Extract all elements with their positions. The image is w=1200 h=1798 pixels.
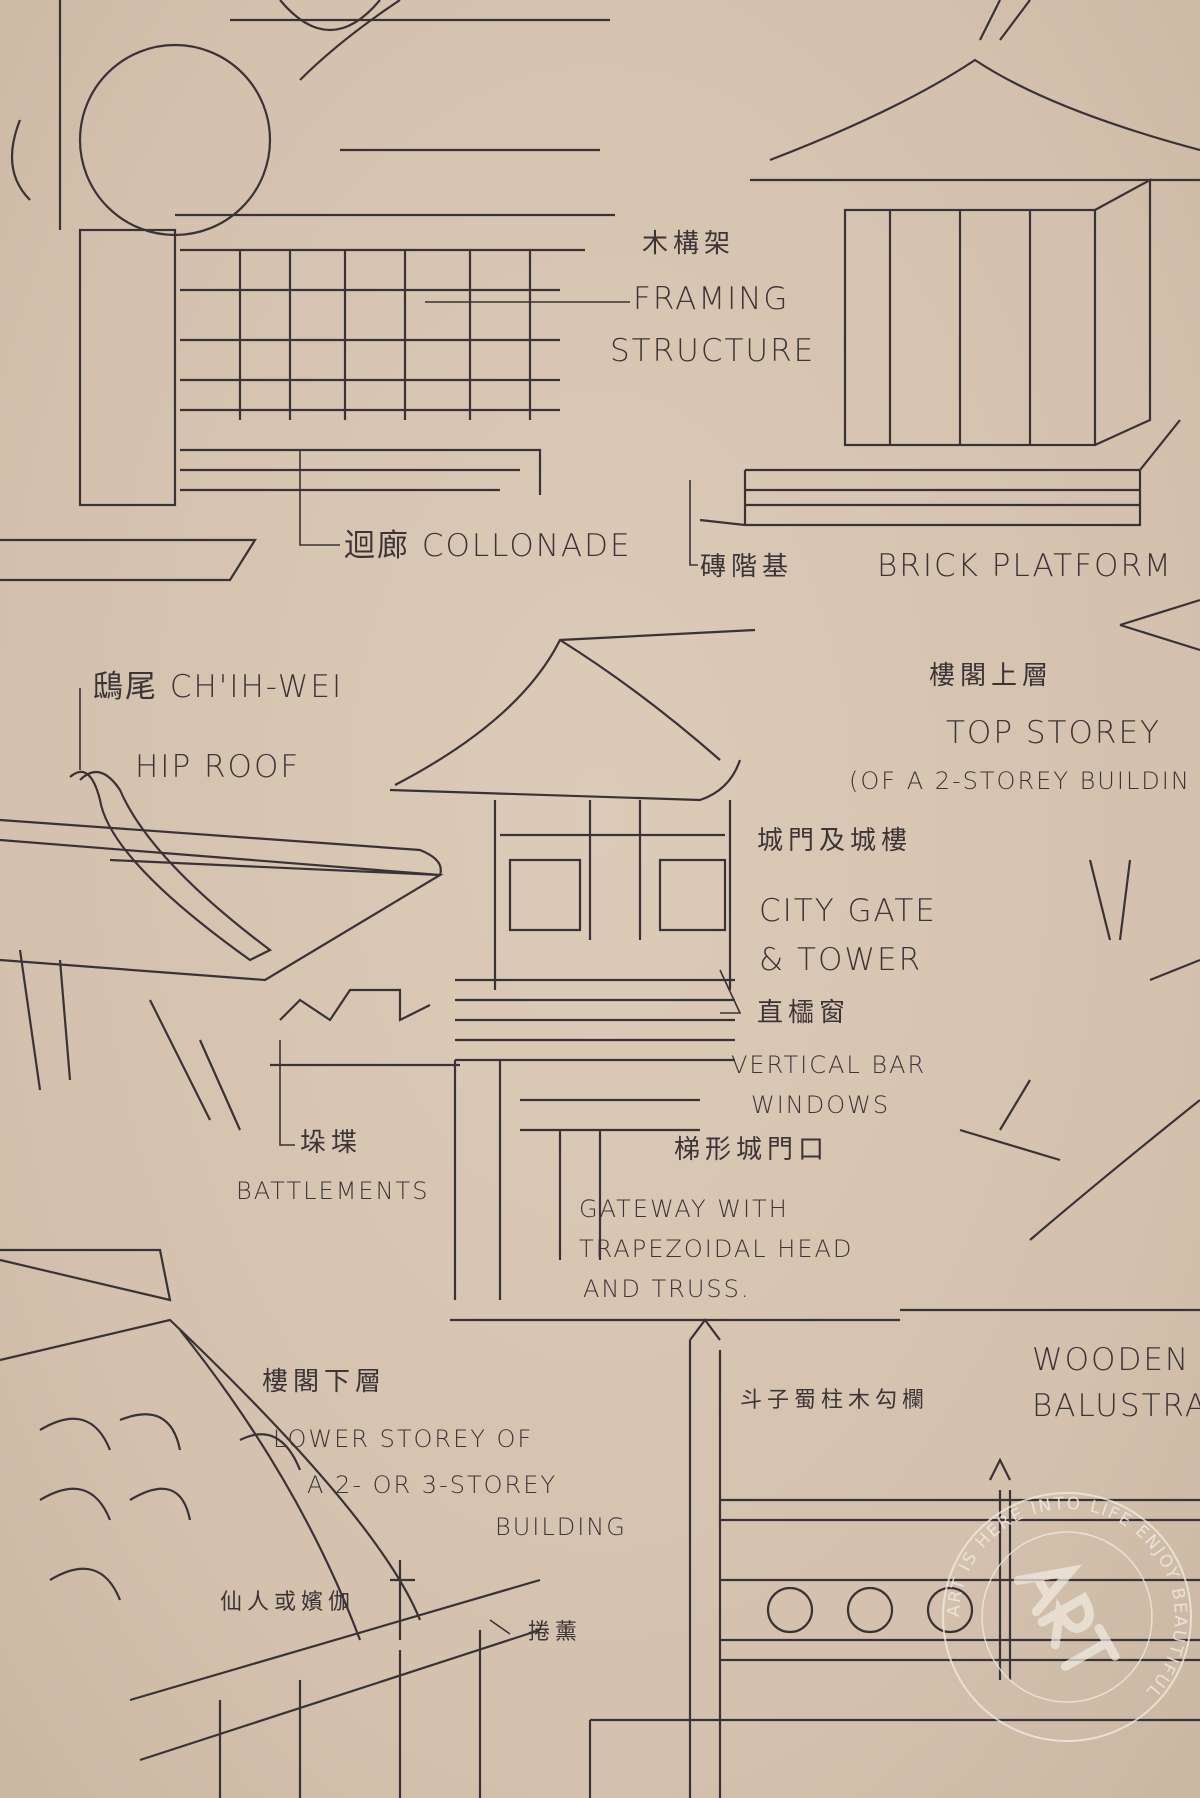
wooden-balustrade-label-2: BALUSTRA [1032, 1388, 1200, 1424]
hip-roof-label: HIP ROOF [135, 749, 301, 785]
city-gate-label-2: & TOWER [759, 942, 923, 978]
lower-storey-label-3: BUILDING [495, 1513, 627, 1541]
pavilion-sketch [699, 0, 1200, 527]
watermark-logo-mark [1013, 1564, 1120, 1671]
gateway-label-1: GATEWAY WITH [579, 1195, 789, 1223]
brick-platform-label: BRICK PLATFORM [877, 548, 1173, 584]
colonnade-sketch [0, 0, 615, 582]
battlements-label: BATTLEMENTS [236, 1177, 430, 1205]
watermark-ring-text: ART IS HERE INTO LIFE ENJOY BEAUTIFUL [944, 1494, 1190, 1703]
top-storey-label-2: (OF A 2-STOREY BUILDIN [849, 767, 1191, 795]
vertical-bar-label-1: VERTICAL BAR [731, 1051, 927, 1079]
balustrade-sketch [588, 1318, 1200, 1798]
lower-storey-sketch [0, 1248, 541, 1798]
watermark-logo: ART IS HERE INTO LIFE ENJOY BEAUTIFUL [942, 1492, 1192, 1742]
lower-storey-label-1: LOWER STOREY OF [273, 1425, 534, 1453]
right-edge-sketch [900, 598, 1200, 1312]
lower-storey-label-2: A 2- OR 3-STOREY [307, 1471, 558, 1499]
framing-structure-label-zh: 木構架 [642, 229, 736, 259]
hip-roof-sketch [0, 770, 444, 1131]
city-gate-label-zh: 城門及城樓 [757, 826, 913, 856]
wooden-balustrade-label-1: WOODEN [1032, 1342, 1191, 1378]
lower-storey-label-zh: 樓閣下層 [262, 1367, 387, 1397]
framing-structure-label-1: FRAMING [633, 281, 790, 317]
brick-platform-label-zh: 磚階基 [700, 552, 794, 582]
top-storey-label-zh: 樓閣上層 [929, 661, 1054, 691]
top-storey-label-1: TOP STOREY [946, 715, 1161, 751]
juanpeng-label-zh: 捲薰 [528, 1620, 583, 1645]
xianren-label-zh: 仙人或嬪伽 [220, 1590, 356, 1615]
gateway-label-2: TRAPEZOIDAL HEAD [579, 1235, 854, 1263]
chihwei-label: 鴟尾 CH'IH-WEI [92, 669, 344, 705]
city-gate-label-1: CITY GATE [759, 893, 937, 929]
battlements-label-zh: 垛堞 [300, 1128, 363, 1158]
gateway-label-3: AND TRUSS. [583, 1275, 751, 1303]
vertical-bar-label-2: WINDOWS [751, 1091, 891, 1119]
leader-lines [79, 301, 742, 1635]
balustrade-label-zh: 斗子蜀柱木勾欄 [740, 1388, 930, 1413]
vertical-bar-label-zh: 直櫺窗 [757, 998, 851, 1028]
framing-structure-label-2: STRUCTURE [610, 333, 816, 369]
gateway-label-zh: 梯形城門口 [674, 1135, 830, 1165]
collonade-label: 迴廊 COLLONADE [344, 528, 632, 564]
city-gate-sketch [270, 628, 900, 1322]
